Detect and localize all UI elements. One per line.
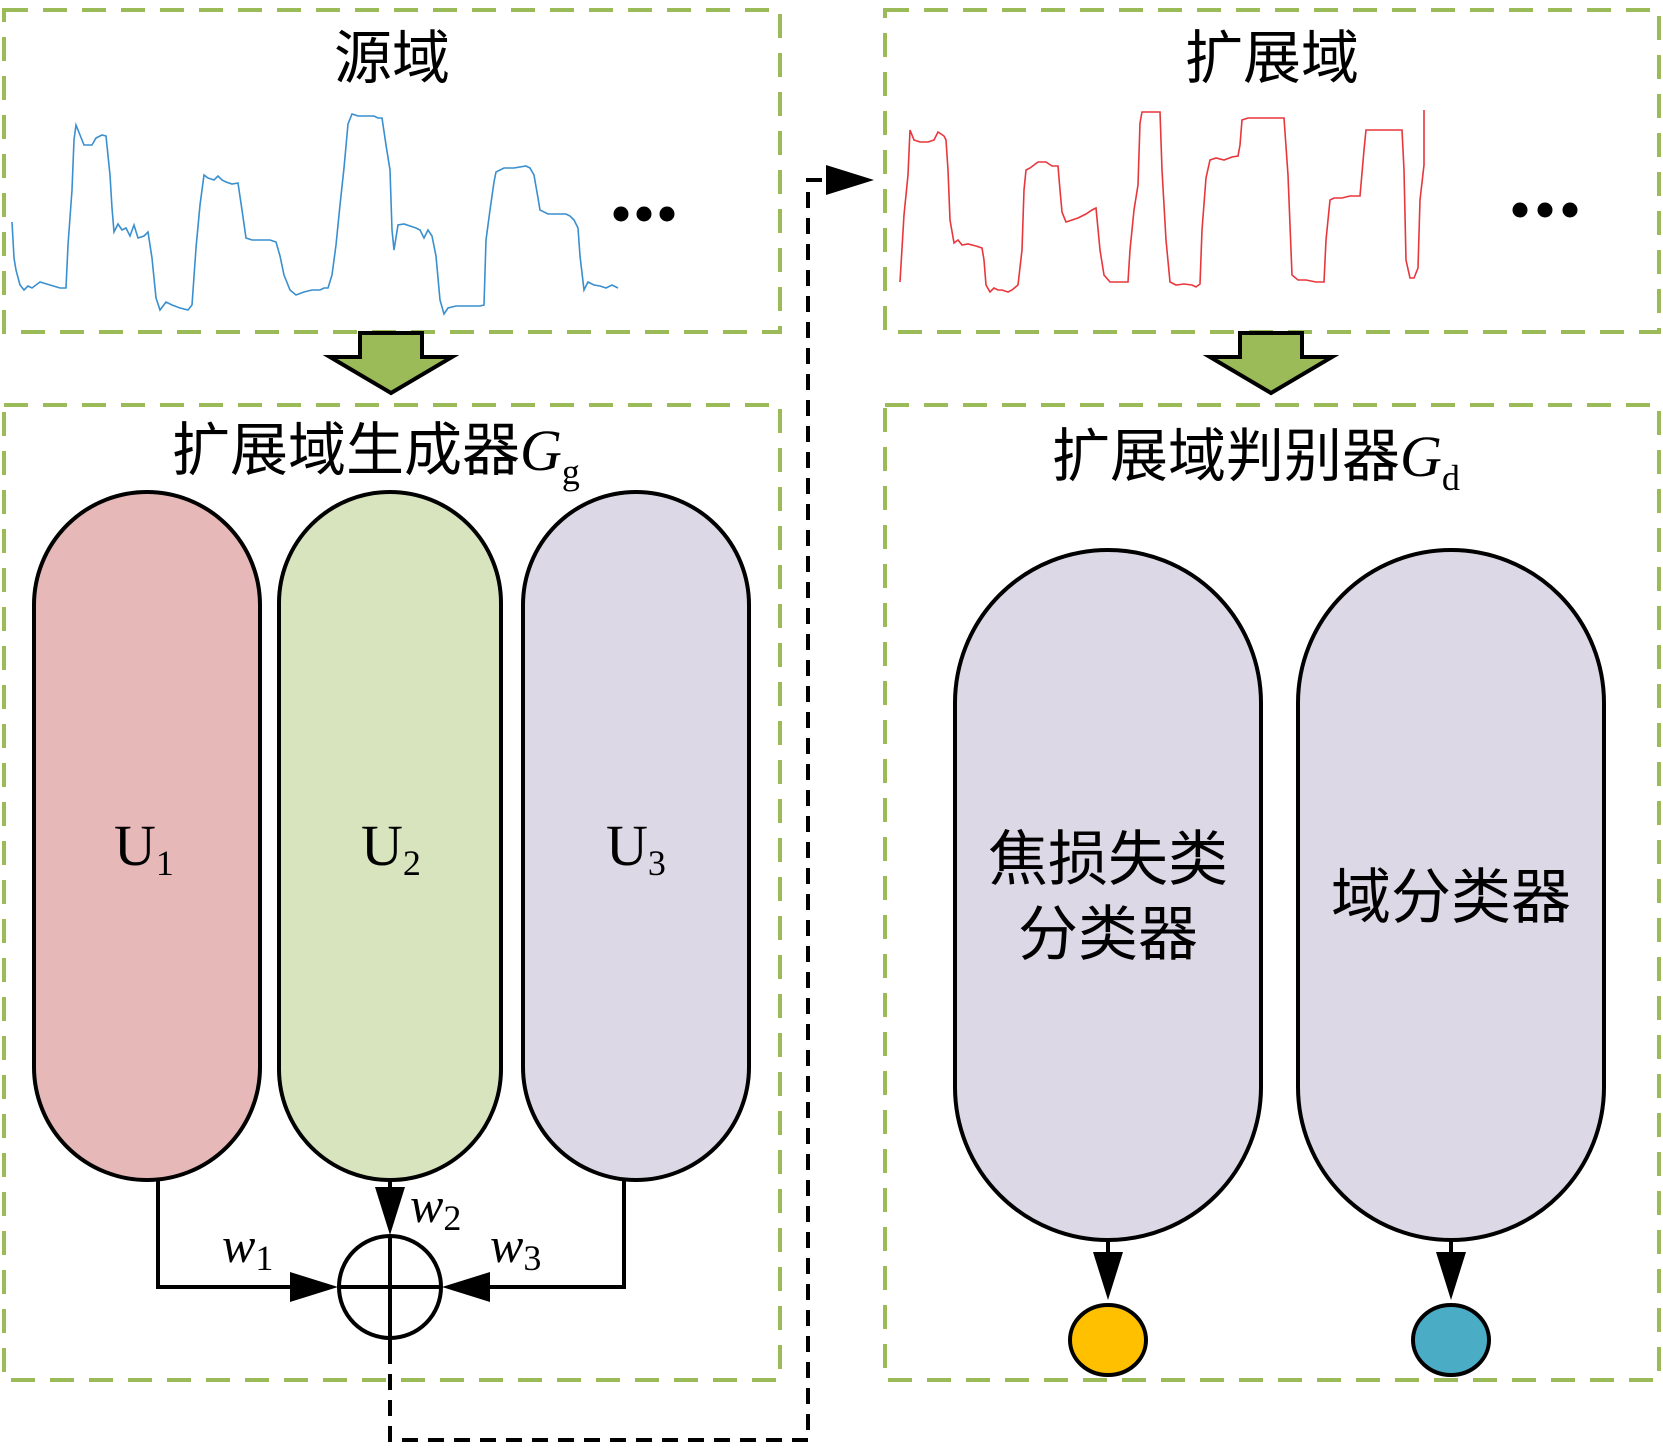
generator-panel: 扩展域生成器Gg U1 U2 U3 w1 w2 w3: [2, 403, 782, 1382]
weight-w2-subscript: 2: [443, 1198, 461, 1238]
ellipsis-dot: [659, 206, 675, 222]
generator-title: 扩展域生成器Gg: [172, 418, 580, 492]
discriminator-title-subscript: d: [1442, 458, 1460, 498]
discriminator-title-text: 扩展域判别器: [1052, 424, 1400, 489]
generator-frame: [2, 403, 782, 1382]
focal-loss-classifier-label-line2: 分类器: [1018, 902, 1198, 968]
ellipsis-dot: [1562, 202, 1578, 218]
source-signal-waveform: [11, 113, 619, 316]
ellipsis-dot: [636, 206, 652, 222]
domain-output-arrowhead: [1436, 1252, 1466, 1300]
weight-w1-symbol: w: [222, 1217, 255, 1273]
generator-title-text: 扩展域生成器: [172, 418, 520, 483]
generator-title-symbol: G: [520, 418, 562, 483]
discriminator-title-symbol: G: [1400, 424, 1442, 489]
ellipsis-dot: [1512, 202, 1528, 218]
w3-arrowhead: [442, 1272, 490, 1302]
domain-classifier-label: 域分类器: [1331, 865, 1571, 931]
weight-w1-subscript: 1: [255, 1238, 273, 1278]
focal-loss-output-node: [1068, 1303, 1148, 1377]
discriminator-panel: 扩展域判别器Gd 焦损失类 分类器 域分类器: [883, 403, 1661, 1382]
unit-u3-letter: U: [606, 813, 648, 878]
source-to-generator-arrow: [322, 331, 460, 396]
weight-w3-label: w3: [490, 1217, 541, 1278]
focal-loss-output-arrowhead: [1093, 1252, 1123, 1300]
unit-u3-block: [521, 490, 751, 1182]
weight-w2-symbol: w: [410, 1177, 443, 1233]
expanded-to-discriminator-arrow: [1202, 331, 1340, 396]
expanded-signal-waveform: [899, 110, 1425, 294]
weight-w3-subscript: 3: [523, 1238, 541, 1278]
domain-output-node: [1411, 1303, 1491, 1377]
focal-loss-classifier-label-line1: 焦损失类: [988, 827, 1228, 893]
unit-u2-letter: U: [361, 813, 403, 878]
expanded-domain-panel: 扩展域: [883, 8, 1661, 334]
expanded-ellipsis: [1512, 202, 1578, 218]
w1-arrowhead: [290, 1272, 338, 1302]
unit-u1-block: [32, 490, 262, 1182]
unit-u3-label: U3: [606, 813, 666, 883]
generator-to-expanded-feedback-path: [388, 178, 838, 1442]
unit-u1-label: U1: [114, 813, 174, 883]
unit-u2-label: U2: [361, 813, 421, 883]
source-ellipsis: [613, 206, 675, 222]
discriminator-title: 扩展域判别器Gd: [1052, 424, 1460, 498]
focal-loss-classifier-block: [953, 548, 1263, 1242]
weight-w1-label: w1: [222, 1217, 273, 1278]
weight-w3-symbol: w: [490, 1217, 523, 1273]
generator-title-subscript: g: [562, 452, 580, 492]
expanded-domain-title: 扩展域: [1185, 26, 1359, 91]
sum-junction-icon: [337, 1234, 443, 1348]
unit-u1-subscript: 1: [156, 843, 174, 883]
unit-u1-letter: U: [114, 813, 156, 878]
unit-u3-subscript: 3: [648, 843, 666, 883]
source-domain-panel: 源域: [2, 8, 782, 334]
weight-w2-label: w2: [410, 1177, 461, 1238]
ellipsis-dot: [613, 206, 629, 222]
w2-arrowhead: [375, 1187, 405, 1235]
discriminator-frame: [883, 403, 1661, 1382]
w3-connector: [480, 1180, 626, 1289]
w1-connector: [156, 1180, 300, 1289]
source-domain-title: 源域: [334, 26, 450, 91]
unit-u2-subscript: 2: [403, 843, 421, 883]
ellipsis-dot: [1537, 202, 1553, 218]
feedback-arrowhead: [826, 165, 874, 195]
